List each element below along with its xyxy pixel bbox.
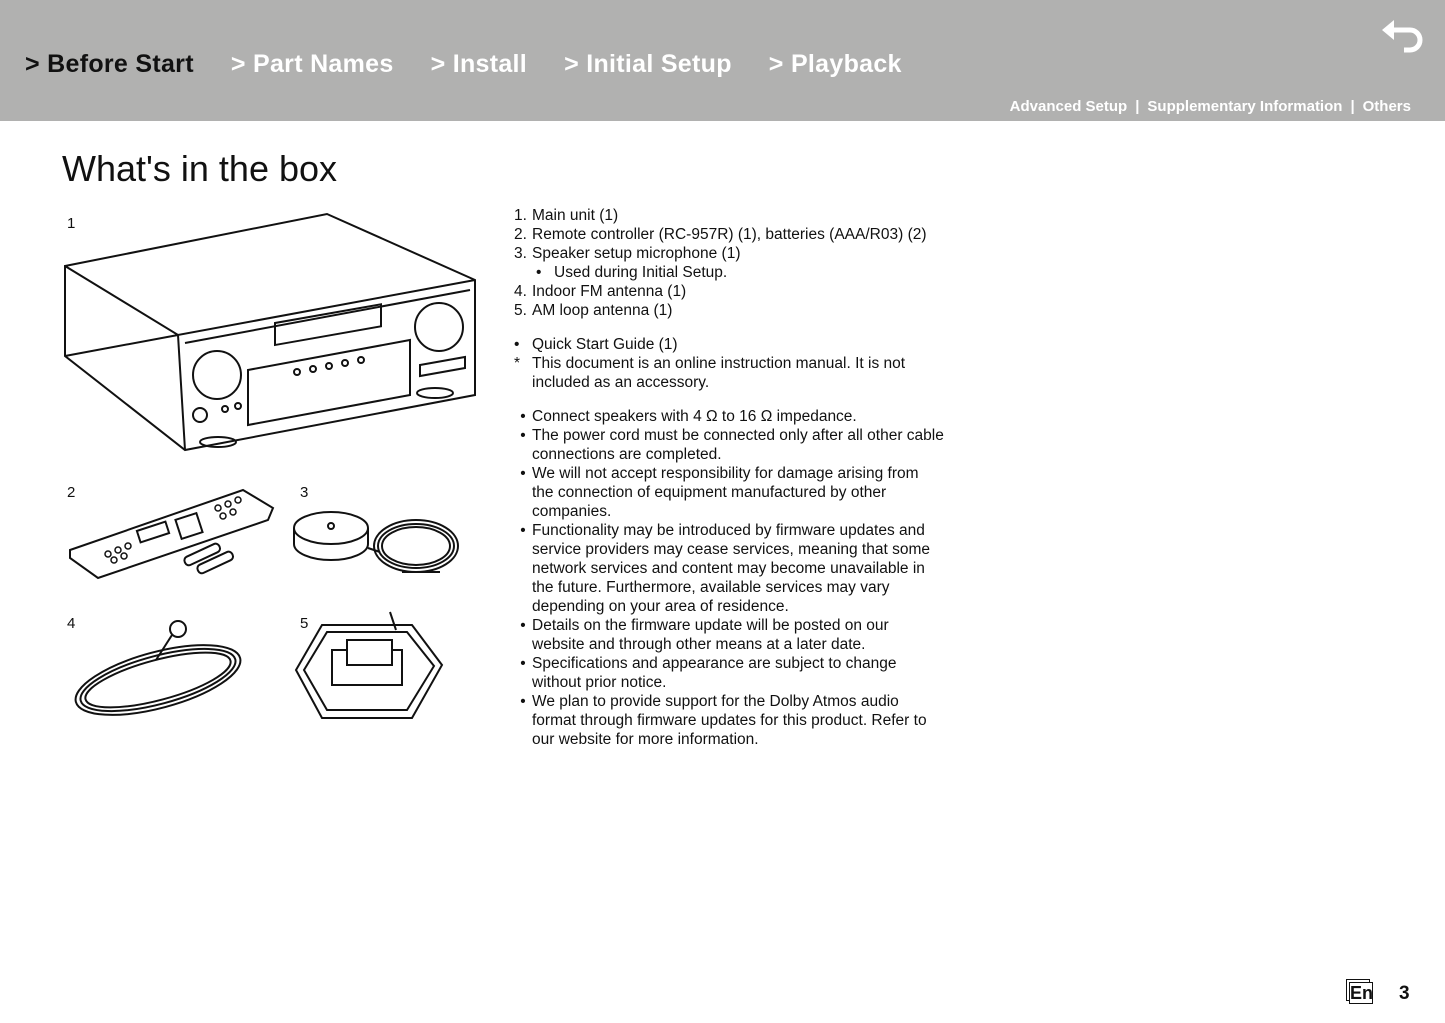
list-text: We will not accept responsibility for da… — [532, 465, 919, 520]
figure-label: 5 — [300, 615, 309, 632]
microphone-illustration — [293, 511, 459, 573]
page-title: What's in the box — [62, 148, 338, 189]
list-text: Indoor FM antenna (1) — [532, 283, 687, 300]
return-arrow-icon[interactable] — [1380, 14, 1428, 56]
list-item: 1. Main unit (1) — [514, 206, 944, 225]
nav-advanced-setup[interactable]: Advanced Setup — [1009, 98, 1128, 115]
sub-nav: Advanced Setup|Supplementary Information… — [1009, 98, 1411, 115]
list-item: • Specifications and appearance are subje… — [514, 654, 944, 692]
list-item: • Used during Initial Setup. — [514, 263, 944, 282]
nav-others[interactable]: Others — [1362, 98, 1411, 115]
nav-before-start[interactable]: > Before Start — [25, 50, 194, 78]
list-marker: • — [520, 617, 526, 634]
figure-label: 2 — [67, 484, 76, 501]
list-item: 4. Indoor FM antenna (1) — [514, 282, 944, 301]
list-item: • Details on the firmware update will be … — [514, 616, 944, 654]
list-text: The power cord must be connected only af… — [532, 427, 944, 463]
nav-initial-setup[interactable]: > Initial Setup — [564, 50, 732, 78]
figure-label: 1 — [67, 215, 76, 232]
remote-controller-illustration — [69, 488, 275, 580]
list-marker: * — [514, 355, 521, 372]
list-text: Quick Start Guide (1) — [532, 336, 678, 353]
list-marker: 5. — [514, 302, 527, 319]
nav-install[interactable]: > Install — [430, 50, 528, 78]
list-marker: 3. — [514, 245, 527, 262]
list-text: Details on the firmware update will be p… — [532, 617, 889, 653]
list-marker: • — [514, 336, 520, 353]
list-marker: 2. — [514, 226, 527, 243]
list-item: * This document is an online instruction … — [514, 354, 944, 392]
list-item: • The power cord must be connected only a… — [514, 426, 944, 464]
list-marker: • — [520, 427, 526, 444]
list-text: Connect speakers with 4 Ω to 16 Ω impeda… — [532, 408, 857, 425]
list-item: 3. Speaker setup microphone (1) — [514, 244, 944, 263]
list-text: AM loop antenna (1) — [532, 302, 673, 319]
list-item: • Quick Start Guide (1) — [514, 335, 944, 354]
list-text: We plan to provide support for the Dolby… — [532, 693, 927, 748]
nav-supplementary-information[interactable]: Supplementary Information — [1147, 98, 1343, 115]
list-text: Main unit (1) — [532, 207, 619, 224]
list-item: • Functionality may be introduced by firm… — [514, 521, 944, 616]
list-item: 2. Remote controller (RC-957R) (1), batte… — [514, 225, 944, 244]
list-marker: • — [520, 408, 526, 425]
list-item: • Connect speakers with 4 Ω to 16 Ω imped… — [514, 407, 944, 426]
fm-antenna-illustration — [74, 620, 242, 716]
main-nav: > Before Start > Part Names > Install > … — [25, 50, 939, 79]
am-loop-antenna-illustration — [294, 611, 444, 719]
contents-text: 1. Main unit (1) 2. Remote controller (RC-9… — [514, 206, 944, 749]
list-marker: 4. — [514, 283, 527, 300]
nav-playback[interactable]: > Playback — [768, 50, 902, 78]
list-item: 5. AM loop antenna (1) — [514, 301, 944, 320]
list-text: Speaker setup microphone (1) — [532, 245, 741, 262]
header-bar: > Before Start > Part Names > Install > … — [0, 0, 1445, 121]
language-badge: En — [1349, 982, 1374, 1004]
list-item: • We plan to provide support for the Dolb… — [514, 692, 944, 749]
list-marker: • — [520, 522, 526, 539]
list-text: Specifications and appearance are subjec… — [532, 655, 897, 691]
list-marker: • — [536, 264, 542, 281]
list-marker: • — [520, 693, 526, 710]
list-marker: 1. — [514, 207, 527, 224]
list-text: This document is an online instruction m… — [532, 355, 906, 391]
list-marker: • — [520, 655, 526, 672]
figure-label: 3 — [300, 484, 309, 501]
main-unit-illustration — [64, 212, 476, 452]
list-text: Remote controller (RC-957R) (1), batteri… — [532, 226, 927, 243]
page-number: 3 — [1399, 983, 1410, 1004]
figure-label: 4 — [67, 615, 76, 632]
list-item: • We will not accept responsibility for d… — [514, 464, 944, 521]
list-marker: • — [520, 465, 526, 482]
nav-part-names[interactable]: > Part Names — [230, 50, 394, 78]
list-text: Used during Initial Setup. — [554, 264, 728, 281]
list-text: Functionality may be introduced by firmw… — [532, 522, 930, 615]
